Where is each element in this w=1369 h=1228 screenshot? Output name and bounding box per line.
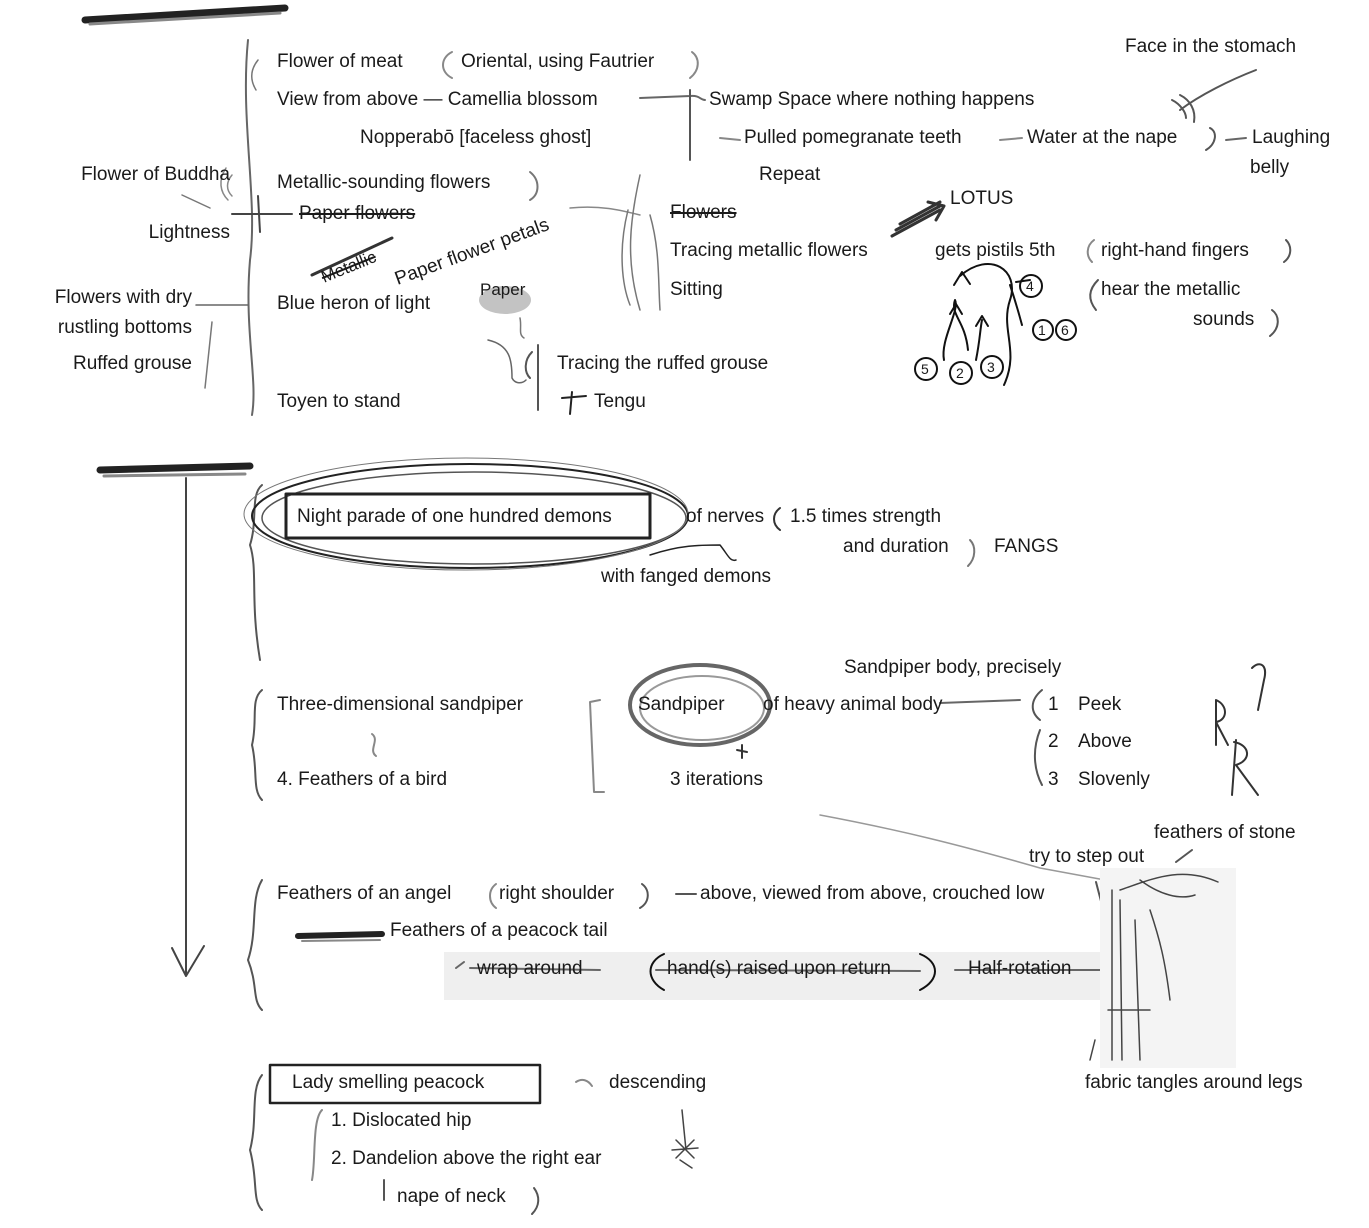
lightness: Lightness — [149, 222, 230, 244]
fangs: FANGS — [994, 536, 1058, 558]
of-nerves: of nerves — [686, 506, 764, 528]
swamp-space: Swamp Space where nothing happens — [709, 89, 1034, 111]
list-slovenly: Slovenly — [1078, 769, 1150, 791]
finger-diagram — [915, 264, 1076, 385]
finger-num-1: 1 — [1038, 323, 1046, 337]
ruffed-grouse-note: Ruffed grouse — [73, 353, 192, 375]
finger-num-4: 4 — [1026, 279, 1034, 293]
three-iterations: 3 iterations — [670, 769, 763, 791]
tracing-ruffed-grouse: Tracing the ruffed grouse — [557, 353, 768, 375]
sounds: sounds — [1193, 309, 1254, 331]
feathers-of-angel: Feathers of an angel — [277, 883, 451, 905]
nopperabo: Nopperabō [faceless ghost] — [360, 127, 591, 149]
heavy-animal-body: of heavy animal body — [763, 694, 943, 716]
lotus: LOTUS — [950, 188, 1013, 210]
wrap-around: wrap around — [477, 958, 583, 980]
list-num-2: 2 — [1048, 731, 1059, 753]
figure-sketch — [1090, 868, 1236, 1068]
dislocated-hip: 1. Dislocated hip — [331, 1110, 471, 1132]
feathers-of-stone: feathers of stone — [1154, 822, 1296, 844]
finger-num-3: 3 — [987, 360, 995, 374]
section2-bar — [100, 466, 250, 476]
water-at-nape: Water at the nape — [1027, 127, 1177, 149]
three-dim-sandpiper: Three-dimensional sandpiper — [277, 694, 523, 716]
flowers-struck: Flowers — [670, 202, 737, 224]
hands-raised: hand(s) raised upon return — [667, 958, 891, 980]
list-peek: Peek — [1078, 694, 1121, 716]
top-bar-stroke — [85, 8, 285, 24]
feathers-of-bird: 4. Feathers of a bird — [277, 769, 447, 791]
repeat: Repeat — [759, 164, 820, 186]
laughing-line1: Laughing — [1252, 127, 1330, 149]
paper-label: Paper — [480, 279, 525, 301]
paper-flowers-struck: Paper flowers — [299, 203, 415, 225]
tengu: Tengu — [594, 391, 646, 413]
dry-flowers-line1: Flowers with dry — [55, 287, 192, 309]
sandpiper: Sandpiper — [638, 694, 725, 716]
dandelion-right-ear: 2. Dandelion above the right ear — [331, 1148, 601, 1170]
peacock-tail: Feathers of a peacock tail — [390, 920, 608, 942]
sitting: Sitting — [670, 279, 723, 301]
down-arrow — [172, 478, 204, 976]
try-to-step-out: try to step out — [1029, 846, 1144, 868]
pomegranate-teeth: Pulled pomegranate teeth — [744, 127, 962, 149]
hear-metallic: hear the metallic — [1101, 279, 1240, 301]
right-shoulder: right shoulder — [499, 883, 614, 905]
dry-flowers-line2: rustling bottoms — [58, 317, 192, 339]
duration: and duration — [843, 536, 949, 558]
blue-heron: Blue heron of light — [277, 293, 430, 315]
list-num-1: 1 — [1048, 694, 1059, 716]
lotus-arrow — [892, 202, 944, 236]
laughing-line2: belly — [1250, 157, 1289, 179]
descending: descending — [609, 1072, 706, 1094]
toyen-to-stand: Toyen to stand — [277, 391, 401, 413]
dandelion-sketch — [672, 1110, 698, 1168]
half-rotation: Half-rotation — [968, 958, 1072, 980]
face-in-stomach: Face in the stomach — [1125, 36, 1296, 58]
night-parade: Night parade of one hundred demons — [297, 506, 612, 528]
finger-num-5: 5 — [921, 362, 929, 376]
nape-of-neck: nape of neck — [397, 1186, 506, 1208]
tracing-metallic-flowers: Tracing metallic flowers — [670, 240, 868, 262]
strength: 1.5 times strength — [790, 506, 941, 528]
oriental-fautrier: Oriental, using Fautrier — [461, 51, 654, 73]
flower-of-meat: Flower of meat — [277, 51, 403, 73]
list-num-3: 3 — [1048, 769, 1059, 791]
metallic-sounding-flowers: Metallic-sounding flowers — [277, 172, 490, 194]
sandpiper-precisely: Sandpiper body, precisely — [844, 657, 1061, 679]
right-hand-fingers: right-hand fingers — [1101, 240, 1249, 262]
finger-num-6: 6 — [1061, 323, 1069, 337]
view-from-above: View from above — Camellia blossom — [277, 89, 598, 111]
lady-smelling-peacock: Lady smelling peacock — [292, 1072, 484, 1094]
r-sketches — [1216, 664, 1265, 795]
section1-spine — [246, 40, 254, 415]
above-crouched-low: above, viewed from above, crouched low — [700, 883, 1044, 905]
flower-of-buddha: Flower of Buddha — [81, 164, 230, 186]
finger-num-2: 2 — [956, 366, 964, 380]
fanged-demons: with fanged demons — [601, 566, 771, 588]
gets-pistils: gets pistils 5th — [935, 240, 1055, 262]
fabric-tangles: fabric tangles around legs — [1085, 1072, 1303, 1094]
list-above: Above — [1078, 731, 1132, 753]
